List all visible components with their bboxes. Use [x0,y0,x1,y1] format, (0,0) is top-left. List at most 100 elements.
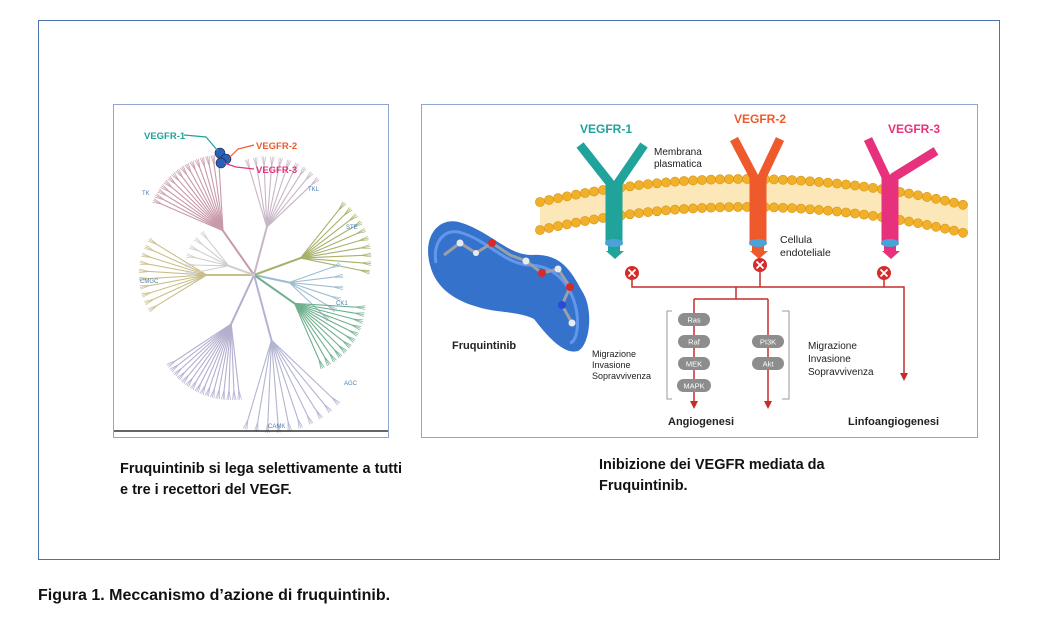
tree-branch [230,274,255,325]
tree-branch [270,339,332,398]
lipid-head [643,179,653,190]
svg-text:PI3K: PI3K [760,338,776,347]
lipid-head [940,195,950,206]
lipid-head [661,205,671,216]
tree-branch [270,339,279,423]
tree-branch [270,339,289,422]
tree-branch [304,173,314,181]
tree-branch [323,403,330,413]
tree-branch [338,344,345,354]
kinome-tree: VEGFR-1 VEGFR-2 VEGFR-3 TK TKL STE CMGC … [114,131,388,433]
tree-branch [270,339,308,416]
lipid-head [949,197,959,208]
tree-branch [199,384,206,394]
tree-branch [288,281,334,288]
tree-branch [256,166,268,228]
tree-branch [172,187,224,232]
tree-branch [169,363,180,370]
tree-branch [195,264,230,267]
cell-label-line1: Cellula [780,234,812,246]
lipid-head [679,204,689,214]
lipid-head [670,176,680,187]
lipid-head [697,203,707,213]
vegfr2-inhibition-icon [753,258,767,272]
family-label-camk: CAMK [268,424,285,430]
left-effect-survival: Sopravvivenza [592,371,651,381]
tree-branch [299,257,361,271]
tree-branch [139,268,150,272]
tree-branch [164,199,224,232]
tree-branch [182,165,188,176]
lipid-head [796,203,806,214]
tree-branch [293,302,343,342]
left-effect-migration: Migrazione [592,349,636,359]
pathway-panel: VEGFR-1 VEGFR-2 VEGFR-3 Membrana plasmat… [421,104,978,438]
tree-vegfr3-label: VEGFR-3 [256,165,297,176]
fruquintinib-molecule [428,221,590,352]
lipid-head [625,181,635,192]
pathway-diagram: VEGFR-1 VEGFR-2 VEGFR-3 Membrana plasmat… [428,112,968,428]
tree-branch [192,323,232,379]
tree-branch [293,302,320,360]
vegfr2-label: VEGFR-2 [734,112,786,126]
tree-branch [355,231,367,235]
tree-branch [144,298,155,302]
vegfr1-label: VEGFR-1 [580,122,632,136]
tree-branch [230,323,235,391]
lipid-head [850,208,860,219]
tree-branch [288,281,332,297]
tree-branch [218,164,224,232]
svg-text:Raf: Raf [688,338,701,347]
tree-branch [148,270,208,276]
lipid-head [814,177,824,187]
lipid-head [706,174,716,185]
tree-branch [196,237,204,246]
tree-branch [190,172,224,232]
angiogenesis-label: Angiogenesi [668,416,734,428]
membrane-label-line2: plasmatica [654,159,702,170]
tree-branch [161,203,224,232]
figure-frame [38,20,1000,560]
tree-branch [159,188,168,197]
tree-branch [358,239,369,242]
kinome-tree-panel: VEGFR-1 VEGFR-2 VEGFR-3 TK TKL STE CMGC … [113,104,389,438]
tree-branch [156,193,165,201]
lipid-head [832,206,842,217]
tree-branch [293,302,356,308]
lipid-head [697,175,707,185]
tree-branch [156,244,208,276]
tree-branch [153,274,208,300]
tree-branch [293,302,325,357]
tree-branch [288,281,322,314]
tree-branch [360,255,372,258]
lipid-head [913,190,923,201]
tree-branch [199,168,224,232]
tree-branch [176,371,186,378]
lipid-head [544,223,554,233]
lipid-head [958,227,968,238]
tree-branch [257,339,273,423]
lipid-head [715,202,725,213]
lipid-head [571,189,581,200]
tree-branch [153,198,163,205]
tree-branch [293,302,355,314]
tree-branch [293,302,354,320]
tree-branch [232,389,235,401]
tree-branch [348,329,358,337]
tree-branch [165,180,174,189]
tree-branch [166,360,177,365]
lipid-head [949,225,959,236]
lymphangiogenesis-arrow [900,373,908,381]
tree-branch [188,323,232,376]
lipid-head [679,176,689,186]
tree-branch [195,265,230,273]
left-effect-invasion: Invasione [592,360,631,370]
tree-branch [341,340,350,349]
tree-branch [204,323,232,386]
tree-branch [285,160,292,171]
tree-branch [354,306,365,310]
tree-branch [299,240,360,259]
tree-branch [299,247,361,259]
lipid-head [733,174,743,184]
right-effect-migration: Migrazione [808,341,857,352]
